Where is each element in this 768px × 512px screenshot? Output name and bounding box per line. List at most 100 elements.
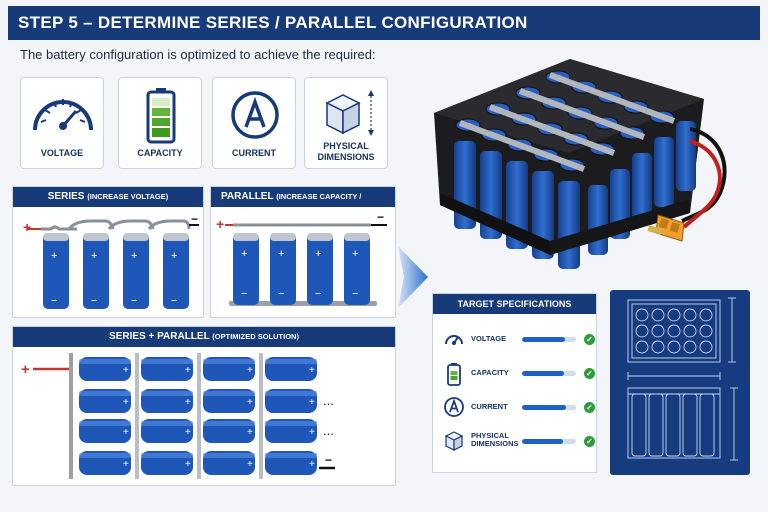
requirement-label: VOLTAGE [40, 148, 84, 158]
series-cell: + − [163, 233, 189, 309]
svg-text:+: + [123, 427, 129, 438]
check-icon: ✓ [584, 436, 595, 447]
combo-cell: + [203, 451, 255, 475]
svg-text:+: + [131, 250, 137, 262]
svg-text:+: + [247, 459, 253, 470]
series-parallel-panel: SERIES + PARALLEL (OPTIMIZED SOLUTION) +… [12, 326, 396, 486]
series-title: SERIES [47, 191, 85, 202]
combo-cell: + [79, 389, 131, 413]
cube-icon [325, 90, 374, 136]
xt-connector [647, 214, 685, 242]
svg-text:+: + [185, 427, 191, 438]
series-panel-header: SERIES (INCREASE VOLTAGE) [13, 187, 203, 207]
series-cell: + − [123, 233, 149, 309]
battery-icon [447, 363, 461, 386]
combo-cell: + [79, 357, 131, 381]
blueprint-drawing [610, 290, 750, 475]
series-parallel-diagram: + + + + + + + + + + + + + + + + + ... ... − [21, 353, 335, 479]
blueprint-cell [667, 308, 681, 322]
blueprint-cell [635, 324, 649, 338]
svg-text:+: + [185, 397, 191, 408]
nickel-strip [488, 104, 616, 156]
combo-cell: + [265, 357, 317, 381]
svg-text:−: − [171, 295, 177, 307]
svg-text:−: − [241, 288, 247, 300]
combo-cell: + [265, 389, 317, 413]
combo-cell: + [79, 419, 131, 443]
pack-cell [632, 153, 652, 223]
svg-text:+: + [278, 248, 284, 260]
parallel-diagram: + − + − + − + − + − [216, 210, 387, 306]
combo-cell: + [141, 419, 193, 443]
combo-plus-terminal: + [21, 361, 30, 378]
combo-ellipsis: ... [323, 393, 334, 408]
svg-text:+: + [309, 427, 315, 438]
series-parallel-panel-header: SERIES + PARALLEL (OPTIMIZED SOLUTION) [13, 327, 395, 347]
parallel-note: (INCREASE CAPACITY / CURRENT) [221, 192, 362, 221]
busbar [135, 353, 139, 479]
series-minus-terminal: − [191, 212, 198, 226]
combo-ellipsis: ... [323, 423, 334, 438]
parallel-panel: PARALLEL (INCREASE CAPACITY / CURRENT) +… [210, 186, 396, 318]
blueprint-cell-side [665, 393, 681, 457]
blueprint-cell [699, 308, 713, 322]
busbar [259, 353, 263, 479]
svg-text:+: + [309, 459, 315, 470]
svg-text:+: + [91, 250, 97, 262]
gauge-icon [33, 99, 93, 131]
spec-progress-fill [522, 371, 565, 376]
svg-text:+: + [247, 365, 253, 376]
combo-cell: + [265, 451, 317, 475]
pack-cell [588, 185, 608, 255]
gauge-icon [445, 335, 463, 345]
svg-text:+: + [247, 397, 253, 408]
pack-cell [676, 121, 696, 191]
blueprint-cell [683, 340, 697, 354]
series-note: (INCREASE VOLTAGE) [87, 192, 169, 201]
ampere-icon [231, 91, 279, 139]
combo-cell: + [203, 419, 255, 443]
series-panel: SERIES (INCREASE VOLTAGE) + − + − + − + … [12, 186, 204, 318]
pack-cell [654, 137, 674, 207]
svg-text:+: + [123, 397, 129, 408]
page-title-banner: STEP 5 – DETERMINE SERIES / PARALLEL CON… [8, 6, 760, 40]
target-specifications-header: TARGET SPECIFICATIONS [433, 294, 596, 314]
blueprint-cell [651, 324, 665, 338]
svg-text:−: − [131, 295, 137, 307]
nickel-strip [548, 72, 676, 124]
check-icon: ✓ [584, 368, 595, 379]
svg-text:+: + [309, 397, 315, 408]
blueprint-cell [651, 308, 665, 322]
check-icon: ✓ [584, 334, 595, 345]
requirement-card-voltage: VOLTAGE [20, 77, 104, 169]
combo-cell: + [141, 357, 193, 381]
spec-progress-fill [522, 439, 564, 444]
svg-text:−: − [91, 295, 97, 307]
series-plus-terminal: + [23, 219, 31, 235]
flow-arrow-icon [398, 246, 428, 308]
blueprint-cell-side [648, 393, 664, 457]
svg-text:+: + [241, 248, 247, 260]
blueprint-cell [699, 340, 713, 354]
svg-text:+: + [123, 365, 129, 376]
svg-text:+: + [352, 248, 358, 260]
spec-label: PHYSICAL DIMENSIONS [471, 431, 519, 448]
intro-text: The battery configuration is optimized t… [20, 47, 376, 62]
svg-text:+: + [247, 427, 253, 438]
series-parallel-title: SERIES + PARALLEL [109, 331, 210, 342]
pack-cell [558, 181, 580, 269]
spec-label: CURRENT [471, 402, 508, 411]
svg-text:−: − [278, 288, 284, 300]
spec-progress-bar [522, 405, 576, 410]
battery-pack-illustration [434, 59, 727, 269]
svg-text:+: + [185, 365, 191, 376]
combo-cell: + [203, 389, 255, 413]
combo-cell: + [141, 451, 193, 475]
spec-row-capacity: CAPACITY ✓ [433, 358, 598, 390]
svg-text:+: + [123, 459, 129, 470]
parallel-plus-terminal: + [216, 216, 224, 232]
blueprint-cell [699, 324, 713, 338]
combo-minus-terminal: − [325, 453, 332, 467]
svg-text:+: + [171, 250, 177, 262]
blueprint-cell-side [682, 393, 698, 457]
